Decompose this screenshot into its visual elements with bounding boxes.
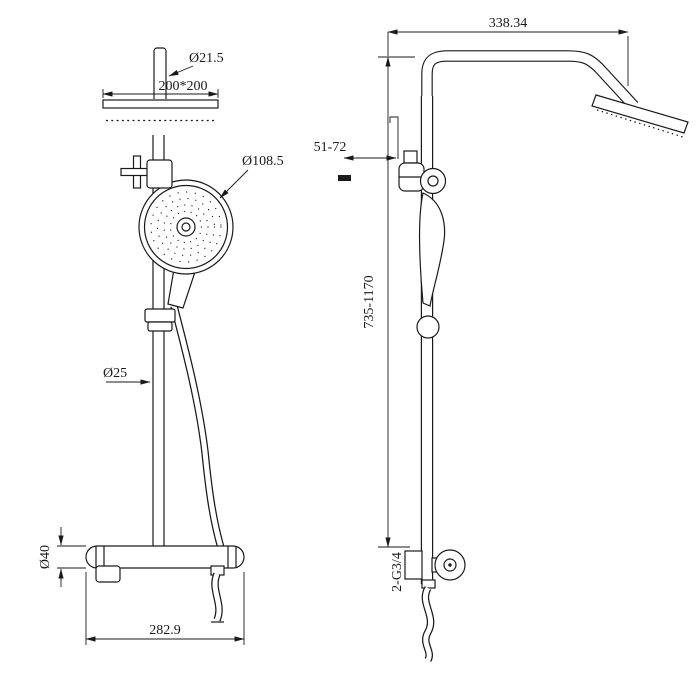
overhead-shower-side [591,94,689,138]
head-body [102,99,219,109]
side-view [338,50,689,662]
dim-column-height: 735-1170 [362,275,377,328]
slider-upper [144,308,176,323]
valve-left-block [404,550,423,580]
bracket-top-lug [403,150,418,164]
nozzle-ring-2 [156,197,216,257]
dim-mixer-diameter: Ø40 [38,545,53,569]
hose-core [212,573,222,621]
handset-hub [176,217,196,237]
mixer-valve [85,545,245,583]
dim-mixer-width: 282.9 [149,623,181,638]
slider-bracket [144,308,176,332]
diverter-knob-center [427,175,439,187]
slider-ring [416,315,440,339]
hand-shower-front [138,179,234,309]
mixer-end-caps [95,546,237,568]
diverter-knob [419,167,447,195]
dim-connection-thread: 2-G3/4 [390,552,405,592]
handset-handle [167,268,196,309]
ext-arm-reach [387,32,629,86]
shower-hose-upper [170,305,225,550]
ext-column-height [378,56,415,548]
head-slab [591,94,689,134]
mixer-handle [95,565,121,583]
dim-overhead-size: 200*200 [159,79,208,94]
outlet-hose [421,579,436,662]
dim-wall-offset: 51-72 [314,140,347,155]
valve-knob-center [448,563,452,567]
wall-mount [338,116,399,181]
ext-mixer-width [85,572,245,645]
dim-riser-diameter: Ø25 [103,366,127,381]
nozzle-ring-1 [150,191,222,263]
bottom-valve [404,549,466,581]
front-view [85,47,245,623]
leader-handset [219,169,249,199]
overhead-shower-front [102,99,219,135]
hose-core [422,586,434,662]
nozzle-ring-3 [163,204,209,250]
slider-lower [147,321,173,332]
wall-anchor-mark [338,175,351,181]
handset-hub-center [181,222,191,232]
dim-top-pipe-diameter: Ø21.5 [189,51,224,66]
wall-hook [389,116,399,159]
dim-handset-diameter: Ø108.5 [242,154,284,169]
arm-core [422,51,638,110]
dim-arm-reach: 338.34 [489,16,528,31]
nozzle-ring-4 [169,210,203,244]
top-pipe [153,47,167,107]
ext-mixer-diameter [57,545,86,569]
handset-face-inner-ring [143,184,229,270]
diverter-bracket [120,155,173,189]
mixer-body [85,545,245,569]
hose-fitting [210,565,225,576]
hose-fitting [421,579,436,589]
hand-shower-side [419,192,446,307]
hose-core [171,305,224,549]
dimensions: Ø21.5 200*200 Ø108.5 Ø25 Ø40 282.9 338.3… [38,16,629,645]
shower-hose-lower [211,572,224,623]
leader-top-pipe [168,65,194,77]
valve-knob-ring [443,558,457,572]
wall-bracket [398,150,447,195]
head-nozzle-teeth [596,109,684,138]
rail-clamp [146,159,173,189]
overhead-arm [421,50,639,110]
